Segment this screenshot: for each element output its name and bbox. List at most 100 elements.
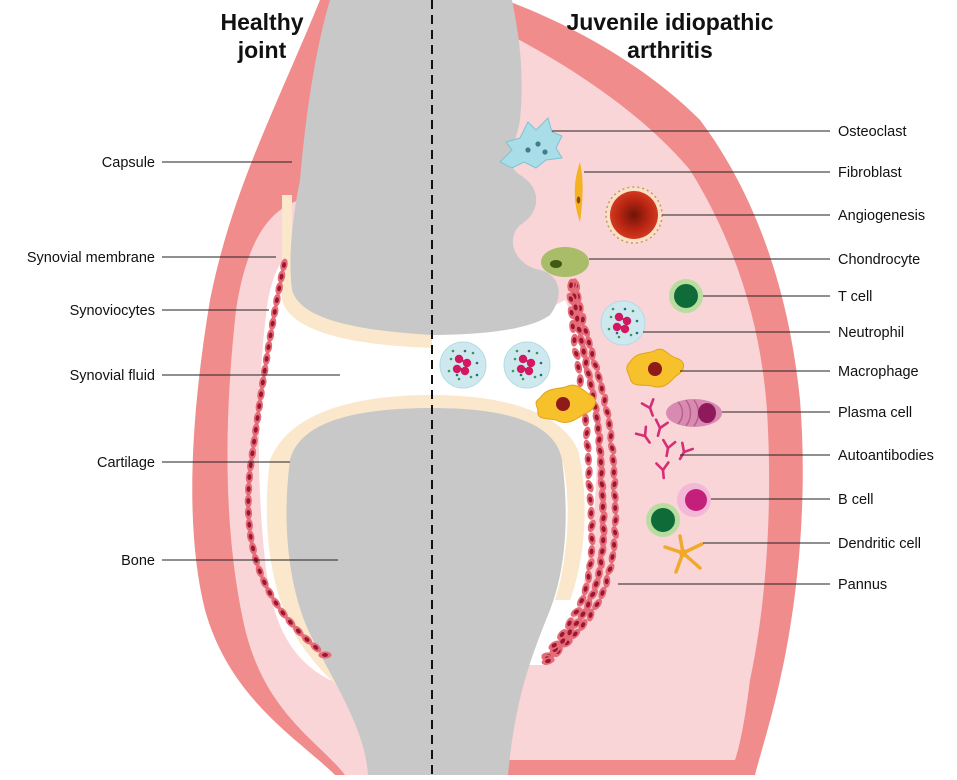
pannus-cell xyxy=(594,421,602,436)
label-angiogenesis: Angiogenesis xyxy=(838,208,925,224)
pannus-cell xyxy=(599,522,608,536)
healthy-joint-half xyxy=(192,0,432,775)
title-jia-line2: arthritis xyxy=(627,37,713,63)
synoviocyte xyxy=(310,642,322,653)
pannus-cell xyxy=(585,466,593,480)
synoviocytes-healthy xyxy=(244,258,332,659)
pannus-cell xyxy=(585,336,593,349)
neutrophil-cell xyxy=(503,341,551,389)
pannus-cell xyxy=(591,577,601,591)
title-healthy-line2: joint xyxy=(237,37,287,63)
label-autoantibodies: Autoantibodies xyxy=(838,448,934,464)
pannus-cell xyxy=(598,382,606,395)
pannus-cell xyxy=(596,444,605,458)
label-cartilage: Cartilage xyxy=(97,455,155,471)
cartilage-lower-jia xyxy=(432,395,585,600)
neutrophil-cells xyxy=(439,300,646,389)
antibody xyxy=(655,461,670,480)
pannus-cell xyxy=(577,608,588,621)
label-fibroblast: Fibroblast xyxy=(838,165,902,181)
macrophage-cell-fluid xyxy=(535,384,596,423)
pannus-cell xyxy=(567,278,575,292)
pannus-cell xyxy=(595,566,603,581)
synoviocyte xyxy=(259,376,267,389)
label-chondrocyte: Chondrocyte xyxy=(838,252,920,268)
synoviocyte xyxy=(244,506,253,520)
pannus-cell xyxy=(584,597,593,612)
pannus-cell xyxy=(611,513,620,527)
fibroblast-cell xyxy=(574,162,583,222)
bone-lower-jia xyxy=(432,408,566,775)
t-cell-2 xyxy=(646,503,680,537)
macrophage-cell xyxy=(626,348,684,388)
synoviocyte xyxy=(270,305,279,319)
label-pannus: Pannus xyxy=(838,577,887,593)
synoviocyte xyxy=(262,352,271,366)
pannus-cell xyxy=(557,635,568,647)
pannus-cell xyxy=(592,598,602,611)
synoviocyte xyxy=(244,482,253,496)
label-synoviocytes: Synoviocytes xyxy=(70,303,155,319)
pannus-cell xyxy=(576,374,584,388)
label-dendritic-cell: Dendritic cell xyxy=(838,536,921,552)
pannus-cell xyxy=(599,533,608,547)
synoviocyte xyxy=(273,293,281,307)
title-healthy-line1: Healthy xyxy=(220,9,303,35)
pannus-cell xyxy=(586,377,595,392)
pannus-cell xyxy=(599,500,607,514)
synoviocyte xyxy=(261,364,269,378)
bone-lower-healthy xyxy=(286,408,432,775)
pannus-cell xyxy=(597,455,605,469)
pannus-cell xyxy=(605,563,615,576)
dendritic-cell xyxy=(663,534,704,574)
pannus-cell xyxy=(557,629,568,640)
synoviocyte xyxy=(293,625,304,637)
jia-joint-half xyxy=(432,0,803,775)
pannus-cell xyxy=(594,370,603,384)
synoviocyte xyxy=(277,270,286,284)
neutrophil-cell xyxy=(600,300,646,346)
angiogenesis-vessel xyxy=(605,186,663,244)
antibody xyxy=(634,425,651,444)
label-synovial-membrane: Synovial membrane xyxy=(27,250,155,266)
pannus-cell xyxy=(581,413,590,427)
pannus-cell xyxy=(608,442,617,455)
synoviocyte xyxy=(250,435,258,449)
pannus-cell xyxy=(607,429,615,443)
pannus-cell xyxy=(586,558,595,571)
pannus-cell xyxy=(548,640,560,651)
synoviocyte xyxy=(252,423,260,437)
pannus-cell xyxy=(598,488,607,503)
synoviocyte xyxy=(257,387,265,401)
pannus-cell xyxy=(598,586,607,600)
bone-upper-healthy xyxy=(290,0,432,335)
pannus-cell xyxy=(587,519,596,533)
neutrophil-cell xyxy=(439,341,487,389)
pannus-cell xyxy=(592,410,601,425)
pannus-cell xyxy=(541,657,555,665)
pannus-cell xyxy=(570,607,582,617)
synoviocyte xyxy=(245,518,253,532)
plasma-cell xyxy=(666,399,722,427)
pannus-cell xyxy=(569,628,581,640)
b-cell xyxy=(677,483,711,517)
pannus-cell xyxy=(584,452,592,466)
synoviocyte xyxy=(244,494,252,508)
pannus-cell xyxy=(570,333,579,347)
synoviocyte xyxy=(285,616,296,628)
pannus-cell xyxy=(611,501,619,515)
label-bone: Bone xyxy=(121,553,155,569)
pannus-cell xyxy=(587,588,598,601)
pannus-cell xyxy=(590,359,601,372)
pannus-cell xyxy=(597,555,605,570)
right-labels: Osteoclast Fibroblast Angiogenesis Chond… xyxy=(552,124,934,593)
pannus-cell xyxy=(581,582,590,596)
pannus-cell xyxy=(583,439,592,453)
antibody xyxy=(640,398,655,417)
label-t-cell: T cell xyxy=(838,289,872,305)
pannus-cell xyxy=(584,570,593,584)
left-labels: Capsule Synovial membrane Synoviocytes S… xyxy=(27,155,340,569)
label-neutrophil: Neutrophil xyxy=(838,325,904,341)
pannus-cell xyxy=(569,320,577,333)
